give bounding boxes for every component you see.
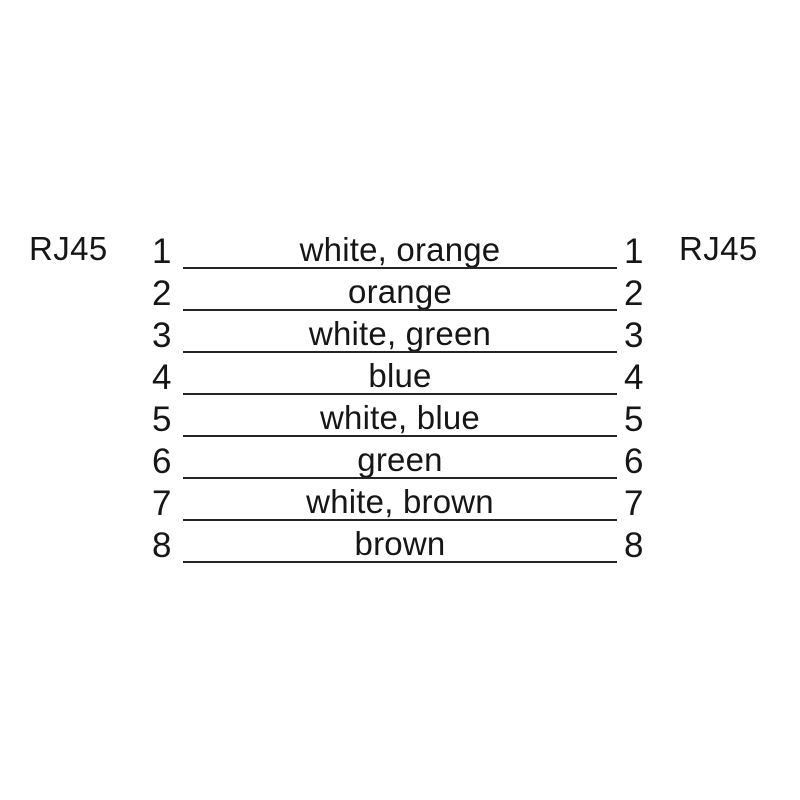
wire-conductor-line: [183, 477, 617, 479]
pin-number-right: 2: [624, 274, 644, 313]
wire-conductor-line: [183, 267, 617, 269]
pin-number-right: 5: [624, 400, 644, 439]
wire-conductor-line: [183, 519, 617, 521]
pin-number-right: 6: [624, 442, 644, 481]
pin-number-left: 6: [152, 442, 172, 481]
pin-number-right: 3: [624, 316, 644, 355]
pin-number-right: 4: [624, 358, 644, 397]
pin-number-left: 4: [152, 358, 172, 397]
wire-row: 3 white, green 3: [0, 311, 800, 353]
pin-number-left: 2: [152, 274, 172, 313]
wire-row: 6 green 6: [0, 437, 800, 479]
wire-color-label: orange: [348, 273, 452, 310]
wire-color-label: blue: [368, 357, 432, 394]
connector-label-right: RJ45: [679, 230, 758, 267]
wire-row: 4 blue 4: [0, 353, 800, 395]
wire-color-label: white, blue: [320, 399, 480, 436]
wire-conductor-line: [183, 435, 617, 437]
pin-number-left: 7: [152, 484, 172, 523]
pin-number-right: 1: [624, 232, 644, 271]
connector-label-left: RJ45: [29, 230, 108, 267]
wire-color-label: green: [357, 441, 443, 478]
wire-color-label: white, brown: [306, 483, 494, 520]
wire-row: 5 white, blue 5: [0, 395, 800, 437]
pin-number-right: 8: [624, 526, 644, 565]
pin-number-left: 1: [152, 232, 172, 271]
pin-number-right: 7: [624, 484, 644, 523]
pin-number-left: 8: [152, 526, 172, 565]
pin-number-left: 3: [152, 316, 172, 355]
wire-conductor-line: [183, 561, 617, 563]
pin-number-left: 5: [152, 400, 172, 439]
wire-conductor-line: [183, 309, 617, 311]
wire-conductor-line: [183, 351, 617, 353]
wire-conductor-line: [183, 393, 617, 395]
wire-color-label: white, orange: [299, 231, 501, 268]
wire-color-label: white, green: [308, 315, 492, 352]
wire-row: 2 orange 2: [0, 269, 800, 311]
wire-color-label: brown: [354, 525, 446, 562]
wire-row: 8 brown 8: [0, 521, 800, 563]
wire-row: 7 white, brown 7: [0, 479, 800, 521]
wire-row: 1 white, orange 1: [0, 227, 800, 269]
